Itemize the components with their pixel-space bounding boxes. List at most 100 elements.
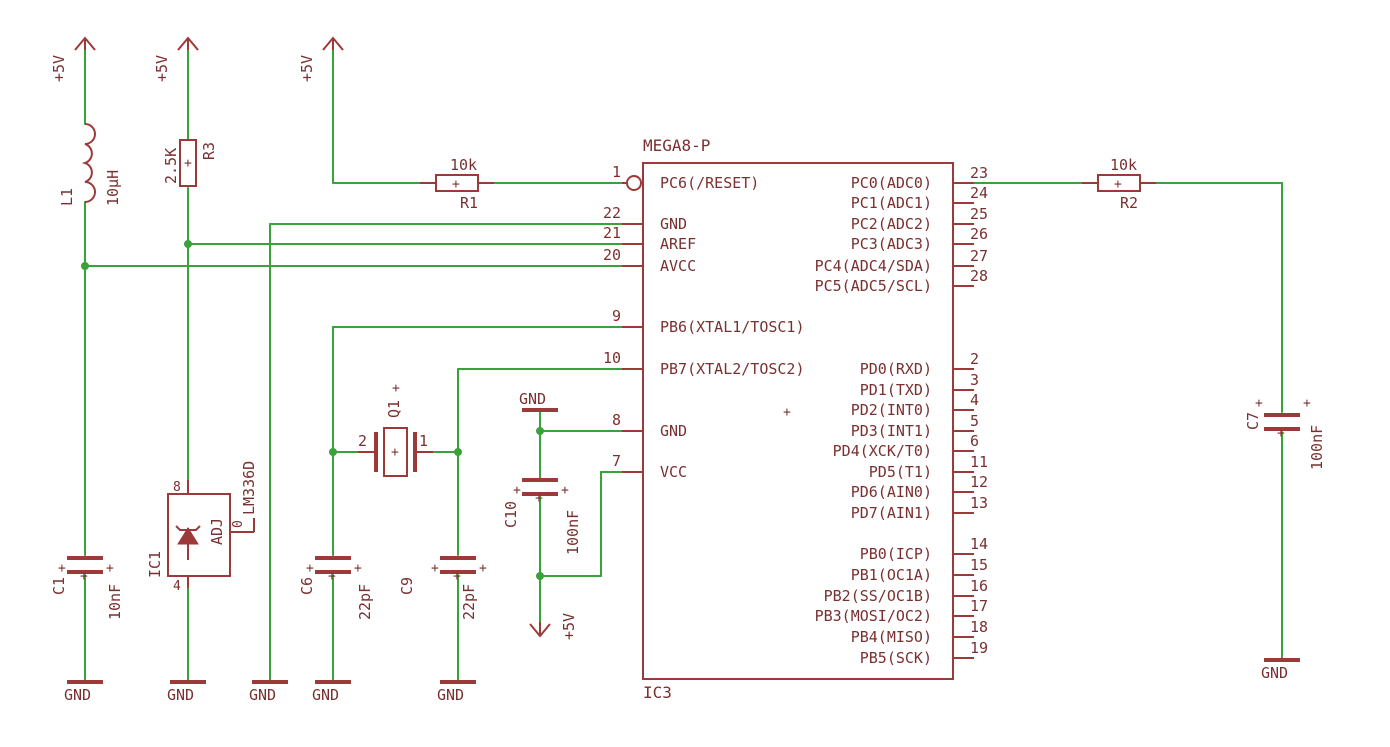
- ic3-pin-label: PD7(AIN1): [851, 504, 932, 522]
- svg-text:4: 4: [173, 579, 181, 594]
- ic3-pin-number: 24: [970, 184, 988, 202]
- resistor-r3: + 2.5K R3: [162, 139, 218, 187]
- svg-text:+: +: [1303, 396, 1311, 411]
- svg-text:10nF: 10nF: [106, 584, 124, 620]
- ic3-pin-number: 4: [970, 391, 979, 409]
- svg-text:+: +: [513, 483, 521, 498]
- svg-text:+: +: [58, 561, 66, 576]
- ic3-pin-number: 11: [970, 453, 988, 471]
- svg-text:+: +: [431, 561, 439, 576]
- ic3-mega8: MEGA8-P IC3 + 1PC6(/RESET)22GND21AREF20A…: [603, 136, 988, 702]
- ic3-pin-number: 7: [612, 452, 621, 470]
- svg-text:+: +: [1277, 426, 1285, 441]
- r3-ref: R3: [200, 142, 218, 160]
- svg-text:GND: GND: [312, 686, 339, 704]
- junction-dot: [536, 572, 544, 580]
- ic3-pin-number: 14: [970, 535, 988, 553]
- ic3-pin-label: PB4(MISO): [851, 628, 932, 646]
- svg-text:+: +: [354, 561, 362, 576]
- ic3-pin-label: VCC: [660, 463, 687, 481]
- svg-text:+5V: +5V: [560, 613, 578, 640]
- svg-text:+: +: [783, 405, 791, 420]
- r1-ref: R1: [460, 194, 478, 212]
- vcc-symbol: +5V: [153, 36, 199, 82]
- ic3-pin-label: PB3(MOSI/OC2): [815, 607, 932, 625]
- svg-text:ADJ: ADJ: [208, 518, 226, 545]
- r3-value: 2.5K: [162, 148, 180, 184]
- svg-text:+5V: +5V: [50, 55, 68, 82]
- svg-text:2: 2: [358, 432, 367, 450]
- svg-text:+5V: +5V: [298, 55, 316, 82]
- svg-text:C10: C10: [502, 501, 520, 528]
- ic3-pin-label: PD6(AIN0): [851, 483, 932, 501]
- ic3-pin-number: 12: [970, 473, 988, 491]
- svg-text:+: +: [306, 561, 314, 576]
- ic3-pin-number: 16: [970, 577, 988, 595]
- ic3-name: MEGA8-P: [643, 136, 710, 155]
- junction-dot: [454, 448, 462, 456]
- junction-dot: [329, 448, 337, 456]
- svg-text:+: +: [184, 156, 192, 171]
- capacitor-c9: +++ C9 22pF: [398, 556, 487, 620]
- vcc-symbol: +5V: [298, 36, 344, 82]
- ic3-pin-number: 21: [603, 224, 621, 242]
- ic3-pin-number: 17: [970, 597, 988, 615]
- ic3-ref: IC3: [643, 683, 672, 702]
- ic3-pin-number: 18: [970, 618, 988, 636]
- capacitor-c7: +++ C7 100nF: [1244, 396, 1326, 470]
- q1-ref: Q1: [385, 400, 403, 418]
- svg-text:22pF: 22pF: [356, 584, 374, 620]
- ic3-pin-number: 10: [603, 349, 621, 367]
- ic3-pin-number: 8: [612, 411, 621, 429]
- ic3-pin-number: 15: [970, 556, 988, 574]
- ic3-left-pins: 1PC6(/RESET)22GND21AREF20AVCC9PB6(XTAL1/…: [603, 163, 805, 481]
- vcc-symbol-down: +5V: [529, 613, 578, 640]
- r1-value: 10k: [450, 156, 477, 174]
- junction-dot: [536, 427, 544, 435]
- r2-value: 10k: [1110, 156, 1137, 174]
- ic3-pin-label: PD5(T1): [869, 463, 932, 481]
- ic3-pin-label: PB2(SS/OC1B): [824, 587, 932, 605]
- junctions: [81, 240, 544, 580]
- gnd-symbol: GND: [519, 390, 558, 412]
- gnd-symbol: GND: [312, 680, 351, 704]
- ic3-pin-number: 22: [603, 204, 621, 222]
- junction-dot: [81, 262, 89, 270]
- junction-dot: [184, 240, 192, 248]
- svg-text:C6: C6: [298, 577, 316, 595]
- vcc-symbol: +5V: [50, 36, 96, 82]
- svg-text:GND: GND: [167, 686, 194, 704]
- ic3-pin-number: 23: [970, 164, 988, 182]
- l1-value: 10µH: [104, 170, 122, 206]
- svg-text:+5V: +5V: [153, 55, 171, 82]
- svg-text:+: +: [479, 561, 487, 576]
- svg-text:+: +: [80, 569, 88, 584]
- svg-text:+: +: [561, 483, 569, 498]
- ic3-pin-label: PC4(ADC4/SDA): [815, 257, 932, 275]
- ic3-pin-label: PC2(ADC2): [851, 215, 932, 233]
- svg-text:+: +: [106, 561, 114, 576]
- svg-text:100nF: 100nF: [564, 510, 582, 555]
- svg-text:C9: C9: [398, 577, 416, 595]
- ic3-right-pins: 23PC0(ADC0)24PC1(ADC1)25PC2(ADC2)26PC3(A…: [815, 164, 988, 667]
- svg-text:GND: GND: [519, 390, 546, 408]
- svg-text:1: 1: [419, 432, 428, 450]
- svg-text:GND: GND: [64, 686, 91, 704]
- ic3-pin-label: GND: [660, 422, 687, 440]
- gnd-symbols: GND GND GND GND GND GND GND: [64, 390, 1300, 704]
- ic3-pin-number: 28: [970, 267, 988, 285]
- svg-text:0: 0: [231, 520, 246, 528]
- gnd-symbol: GND: [64, 680, 103, 704]
